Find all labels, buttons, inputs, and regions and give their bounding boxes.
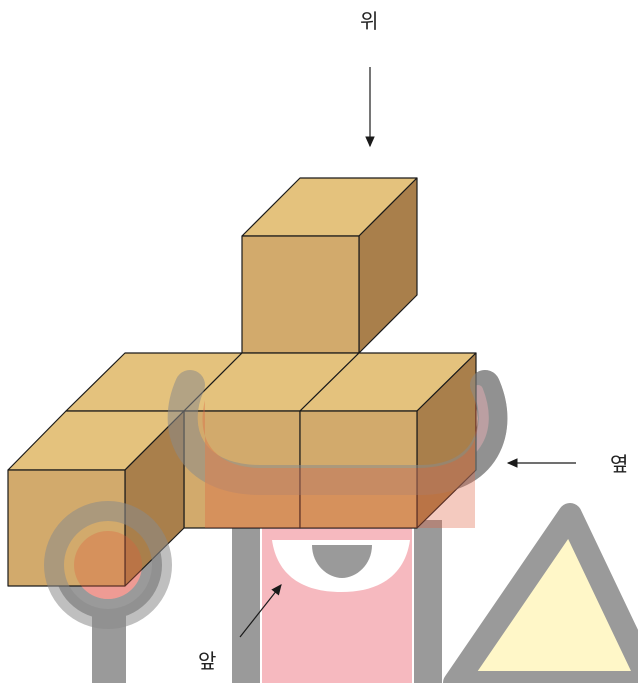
- cube-middle-row: [183, 352, 477, 529]
- arrow-front: [239, 584, 282, 638]
- cube-top-front-face: [241, 235, 360, 354]
- label-front: 앞: [198, 649, 216, 673]
- label-top: 위: [360, 9, 378, 33]
- watermark-overlay: [44, 370, 508, 629]
- cube-assembly: [7, 177, 477, 587]
- cube-top: [241, 177, 418, 354]
- label-side: 옆: [610, 452, 628, 476]
